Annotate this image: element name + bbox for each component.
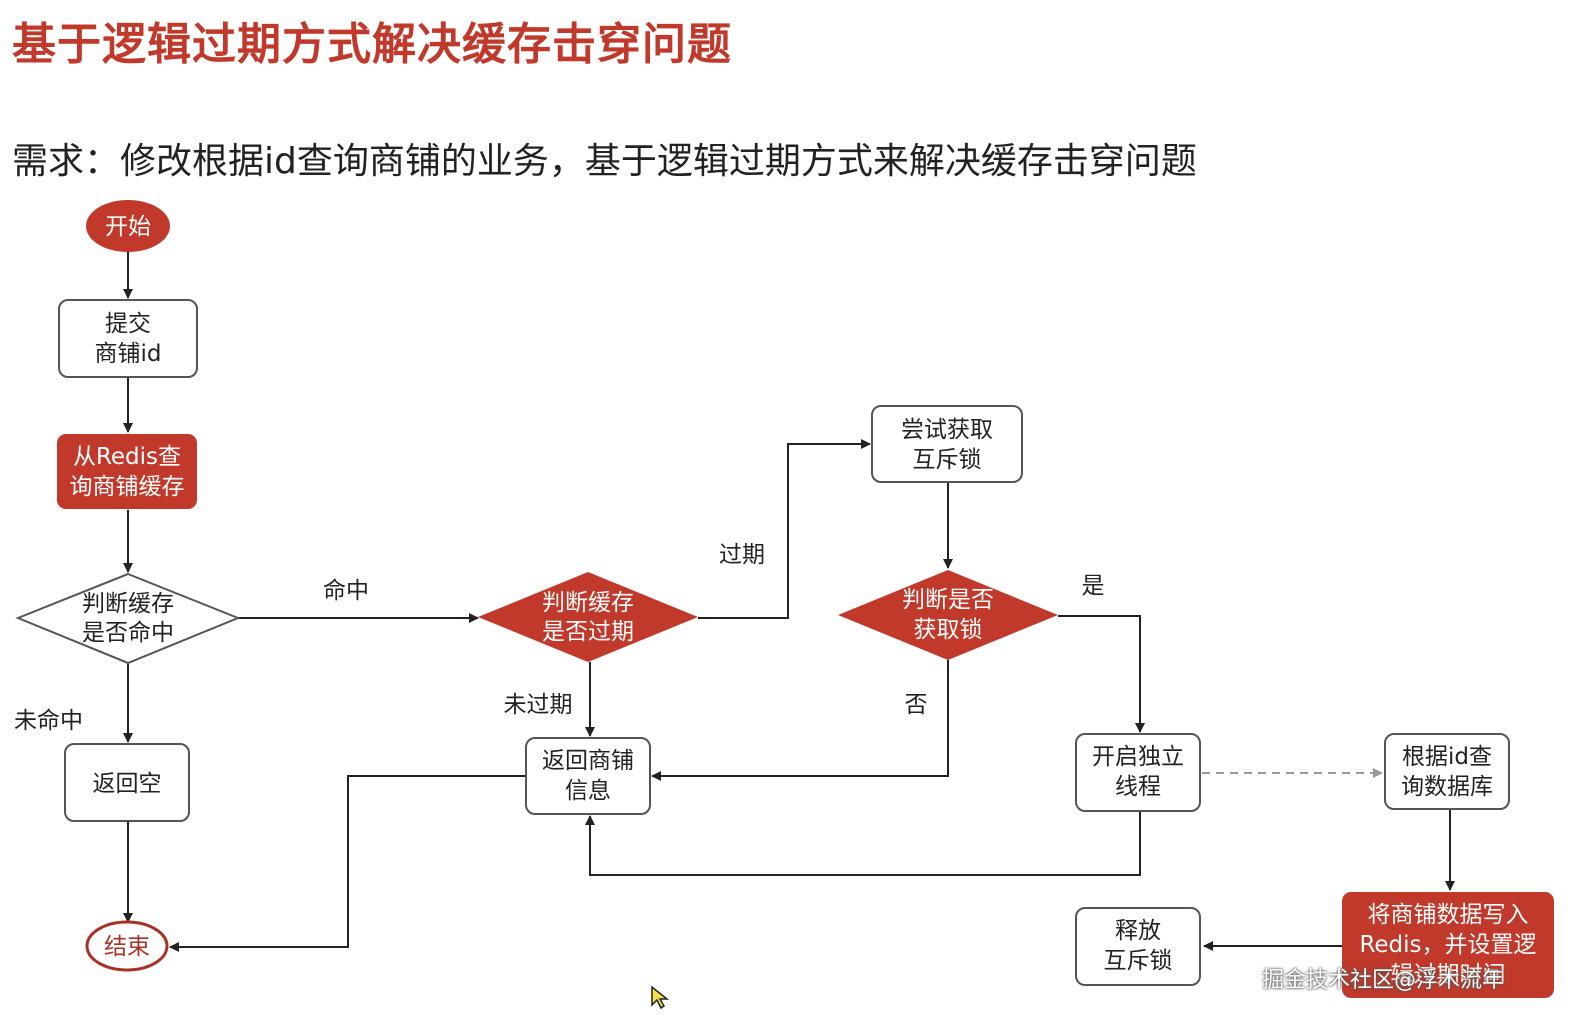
node-write-redis: 将商铺数据写入 Redis，并设置逻 辑过期时间 — [1342, 892, 1554, 998]
edge-thread-to-return — [585, 812, 1141, 876]
node-check-expire-line2: 是否过期 — [542, 619, 634, 645]
node-query-db-line1: 根据id查 — [1402, 744, 1492, 770]
label-expired: 过期 — [719, 542, 765, 568]
node-submit-id-line1: 提交 — [105, 311, 151, 337]
edge-lock-yes — [1058, 615, 1145, 733]
node-check-lock: 判断是否 获取锁 — [838, 570, 1058, 660]
node-return-null-label: 返回空 — [93, 771, 162, 797]
label-hit: 命中 — [323, 578, 369, 604]
node-try-lock-line1: 尝试获取 — [901, 417, 993, 443]
requirement-text: 需求：修改根据id查询商铺的业务，基于逻辑过期方式来解决缓存击穿问题 — [12, 141, 1197, 182]
connectors — [123, 252, 1455, 952]
node-submit-id: 提交 商铺id — [58, 299, 198, 378]
edge-return-to-end — [169, 775, 526, 952]
node-try-lock: 尝试获取 互斥锁 — [871, 405, 1023, 483]
node-start: 开始 — [86, 200, 170, 252]
node-release-lock-line1: 释放 — [1115, 918, 1161, 944]
node-return-shop: 返回商铺 信息 — [525, 737, 651, 815]
node-write-redis-line3: 辑过期时间 — [1391, 962, 1506, 988]
node-check-expire: 判断缓存 是否过期 — [478, 572, 698, 662]
node-start-label: 开始 — [105, 214, 151, 240]
node-check-lock-line1: 判断是否 — [902, 587, 994, 613]
mouse-cursor-icon — [651, 985, 670, 1010]
node-check-lock-line2: 获取锁 — [914, 617, 983, 643]
node-return-null: 返回空 — [64, 743, 190, 822]
node-query-db-line2: 询数据库 — [1401, 774, 1493, 800]
node-query-redis-line2: 询商铺缓存 — [70, 474, 185, 500]
node-query-redis-line1: 从Redis查 — [73, 444, 181, 470]
node-new-thread-line2: 线程 — [1115, 774, 1161, 800]
node-end-label: 结束 — [104, 934, 150, 960]
node-check-hit: 判断缓存 是否命中 — [15, 572, 241, 665]
label-yes: 是 — [1082, 573, 1105, 599]
node-submit-id-line2: 商铺id — [95, 341, 162, 367]
label-no: 否 — [905, 692, 928, 718]
node-end: 结束 — [85, 920, 169, 972]
label-miss: 未命中 — [14, 708, 83, 734]
node-check-hit-line2: 是否命中 — [82, 620, 174, 646]
label-not-expired: 未过期 — [504, 692, 573, 718]
node-query-redis: 从Redis查 询商铺缓存 — [57, 434, 197, 509]
edge-expired — [698, 439, 871, 619]
node-check-hit-line1: 判断缓存 — [82, 591, 174, 617]
edge-lock-no — [651, 660, 949, 781]
node-return-shop-line2: 信息 — [565, 778, 611, 804]
node-check-expire-line1: 判断缓存 — [542, 590, 634, 616]
watermark: 掘金技术社区@浮木流年 — [1262, 968, 1505, 993]
node-return-shop-line1: 返回商铺 — [542, 748, 634, 774]
node-new-thread-line1: 开启独立 — [1092, 744, 1184, 770]
slide-title: 基于逻辑过期方式解决缓存击穿问题 — [12, 19, 732, 70]
node-new-thread: 开启独立 线程 — [1075, 733, 1201, 812]
node-release-lock: 释放 互斥锁 — [1075, 907, 1201, 986]
node-write-redis-line2: Redis，并设置逻 — [1359, 932, 1536, 958]
node-try-lock-line2: 互斥锁 — [913, 447, 982, 473]
node-query-db: 根据id查 询数据库 — [1384, 733, 1510, 810]
node-write-redis-line1: 将商铺数据写入 — [1368, 902, 1529, 928]
node-release-lock-line2: 互斥锁 — [1104, 948, 1173, 974]
